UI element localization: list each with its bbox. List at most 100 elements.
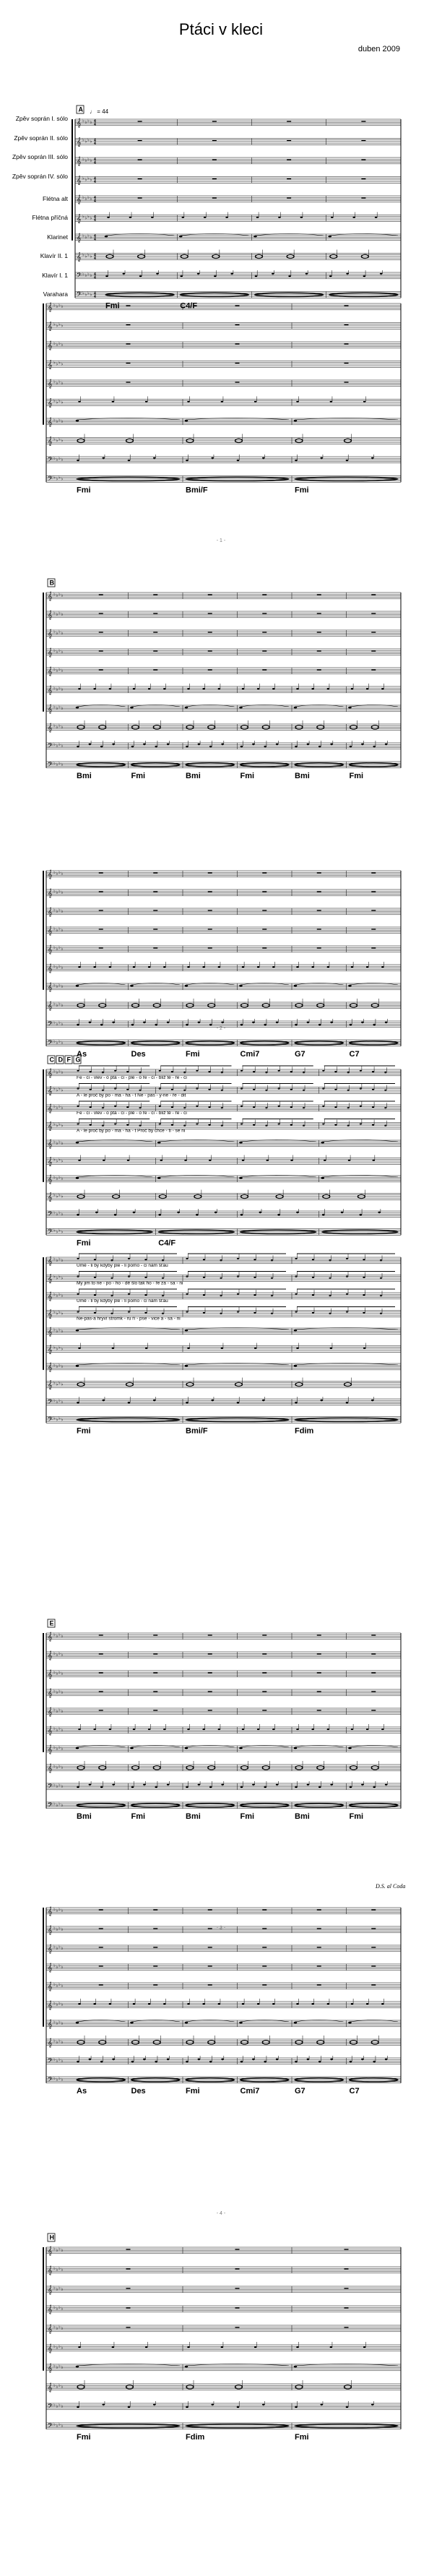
note-head — [202, 966, 205, 968]
note-head — [290, 1124, 292, 1126]
flat-icon: ♭ — [53, 2266, 56, 2271]
flat-icon: ♭ — [58, 1944, 61, 1950]
clef-icon: 𝄢 — [48, 1228, 53, 1237]
note-head — [347, 1089, 350, 1091]
flat-icon: ♭ — [61, 2267, 64, 2273]
note-head — [127, 1275, 131, 1278]
flat-icon: ♭ — [53, 1416, 56, 1421]
note-head — [261, 1399, 265, 1402]
flat-icon: ♭ — [85, 235, 87, 240]
flat-icon: ♭ — [58, 303, 61, 308]
note-head — [322, 1087, 325, 1090]
rehearsal-mark: E — [50, 1620, 54, 1627]
whole-rest — [98, 1928, 103, 1929]
note-head — [184, 2021, 188, 2024]
note-head — [371, 1071, 375, 1073]
whole-note-chord — [294, 2077, 344, 2082]
flat-icon: ♭ — [58, 1982, 61, 1987]
flat-icon: ♭ — [61, 1329, 64, 1334]
flat-icon: ♭ — [53, 926, 56, 931]
flat-icon: ♭ — [56, 668, 58, 673]
note-head — [254, 1311, 256, 1314]
flat-icon: ♭ — [87, 272, 90, 277]
rehearsal-mark: C — [50, 1056, 55, 1064]
note-head — [161, 1277, 165, 1279]
note-head — [334, 1071, 337, 1073]
note-head — [295, 459, 298, 462]
note-head — [345, 459, 349, 462]
note-head — [384, 1783, 388, 1786]
clef-icon: 𝄞 — [48, 945, 53, 955]
chord-symbol: Fmi — [77, 486, 91, 494]
flat-icon: ♭ — [53, 648, 56, 653]
note-head — [240, 2060, 243, 2063]
page-number: - 2 - — [216, 1026, 226, 1031]
note-head — [365, 2003, 369, 2005]
chord-symbol: Des — [131, 2087, 146, 2095]
flat-icon: ♭ — [53, 1801, 56, 1806]
tie — [131, 705, 181, 707]
tie — [240, 1175, 316, 1178]
clef-icon: 𝄞 — [48, 1907, 53, 1916]
note-head — [379, 1259, 383, 1262]
lyric-line: A - le proč by po - ma - ha - t Ne - pas… — [77, 1093, 186, 1098]
flat-icon: ♭ — [53, 1398, 56, 1403]
flat-icon: ♭ — [61, 2365, 64, 2370]
chord-symbol: Des — [131, 1050, 146, 1059]
whole-rest — [287, 159, 292, 160]
clef-icon: 𝄢 — [77, 290, 82, 300]
whole-rest — [207, 947, 212, 949]
note-head — [265, 1124, 268, 1127]
flat-icon: ♭ — [87, 119, 90, 124]
note-head — [384, 1021, 388, 1024]
note-head — [295, 2405, 298, 2408]
note-head — [170, 1106, 174, 1108]
flat-icon: ♭ — [56, 2385, 58, 2390]
flat-icon: ♭ — [61, 1003, 64, 1008]
note-head — [186, 1785, 188, 1788]
flat-icon: ♭ — [53, 1689, 56, 1694]
flat-icon: ♭ — [56, 1293, 58, 1298]
whole-rest — [98, 594, 103, 595]
flat-icon: ♭ — [85, 178, 87, 183]
flat-icon: ♭ — [58, 1926, 61, 1931]
whole-rest — [262, 872, 267, 874]
flat-icon: ♭ — [56, 871, 58, 876]
flat-icon: ♭ — [53, 1020, 56, 1025]
flat-icon: ♭ — [58, 2325, 61, 2330]
note-head — [275, 743, 279, 746]
note-head — [202, 688, 205, 690]
flat-icon: ♭ — [61, 1258, 64, 1263]
note-head — [93, 1276, 97, 1278]
note-head — [318, 2060, 321, 2063]
clef-icon: 𝄞 — [48, 1726, 53, 1736]
tie — [185, 2364, 290, 2366]
flat-icon: ♭ — [56, 2326, 58, 2331]
note-head — [126, 1088, 129, 1090]
note-head — [306, 1021, 310, 1024]
flat-icon: ♭ — [58, 2403, 61, 2408]
note-head — [220, 2346, 224, 2348]
note-head — [158, 1123, 161, 1125]
note-head — [311, 688, 314, 690]
note-head — [77, 459, 79, 462]
rehearsal-box — [47, 2233, 56, 2242]
clef-icon: 𝄞 — [48, 2247, 53, 2256]
chord-symbol: Cmi7 — [240, 2087, 260, 2095]
whole-rest — [153, 872, 158, 874]
whole-rest — [262, 1984, 267, 1986]
clef-icon: 𝄢 — [48, 2057, 53, 2067]
note-head — [326, 1728, 330, 1731]
clef-icon: 𝄞 — [48, 1327, 53, 1337]
flat-icon: ♭ — [85, 273, 87, 278]
tie — [76, 1363, 181, 1366]
note-head — [183, 1072, 186, 1074]
whole-rest — [262, 669, 267, 671]
clef-icon: 𝄞 — [48, 436, 53, 446]
flat-icon: ♭ — [53, 1210, 56, 1215]
flat-icon: ♭ — [53, 361, 56, 366]
flat-icon: ♭ — [58, 2422, 61, 2427]
flat-icon: ♭ — [56, 631, 58, 636]
whole-rest — [316, 1672, 321, 1673]
whole-rest — [207, 1909, 212, 1911]
